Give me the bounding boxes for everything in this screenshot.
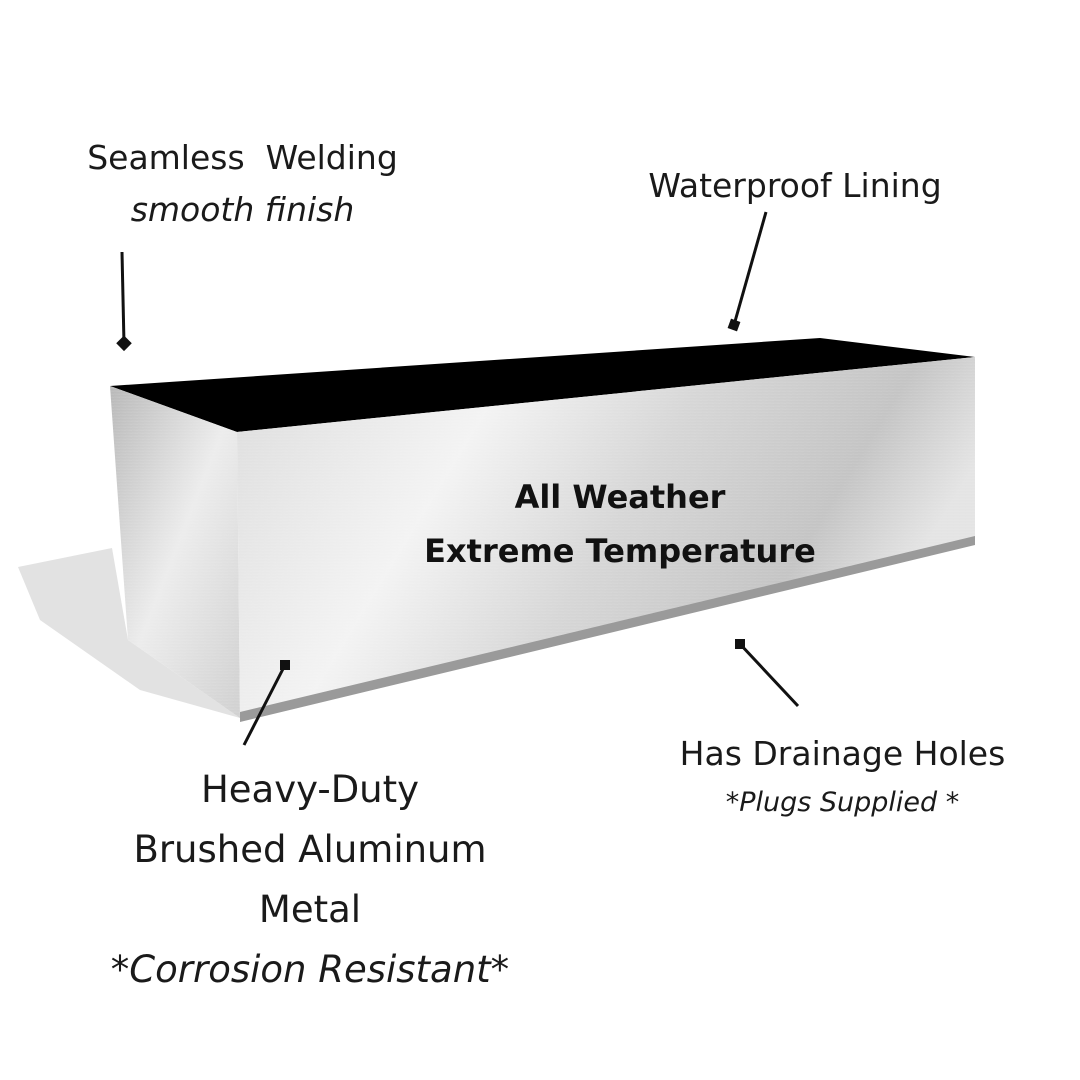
welding-title: Seamless Welding — [87, 138, 398, 177]
face-line-1: All Weather — [514, 478, 726, 516]
material-subtitle: *Corrosion Resistant* — [110, 948, 510, 991]
material-callout: Heavy-Duty Brushed Aluminum Metal *Corro… — [70, 760, 550, 1000]
material-line-2: Brushed Aluminum — [133, 828, 487, 871]
lining-callout: Waterproof Lining — [600, 160, 990, 212]
welding-callout: Seamless Welding smooth finish — [40, 132, 445, 236]
drainage-title: Has Drainage Holes — [679, 734, 1006, 773]
leader-drainage — [735, 639, 800, 708]
face-line-2: Extreme Temperature — [424, 532, 816, 570]
welding-subtitle: smooth finish — [130, 190, 355, 229]
leader-material — [242, 660, 290, 746]
planter-bottom-edge — [240, 536, 975, 722]
material-line-1: Heavy-Duty — [200, 768, 420, 811]
drainage-callout: Has Drainage Holes *Plugs Supplied * — [640, 728, 1045, 826]
lining-title: Waterproof Lining — [648, 166, 942, 205]
leader-lining — [727, 211, 768, 332]
leader-welding — [116, 251, 132, 352]
material-line-3: Metal — [258, 888, 362, 931]
planter-face-text: All Weather Extreme Temperature — [360, 470, 880, 578]
drainage-subtitle: *Plugs Supplied * — [725, 787, 960, 818]
ground-shadow — [18, 548, 240, 718]
waterproof-lining — [110, 338, 975, 432]
